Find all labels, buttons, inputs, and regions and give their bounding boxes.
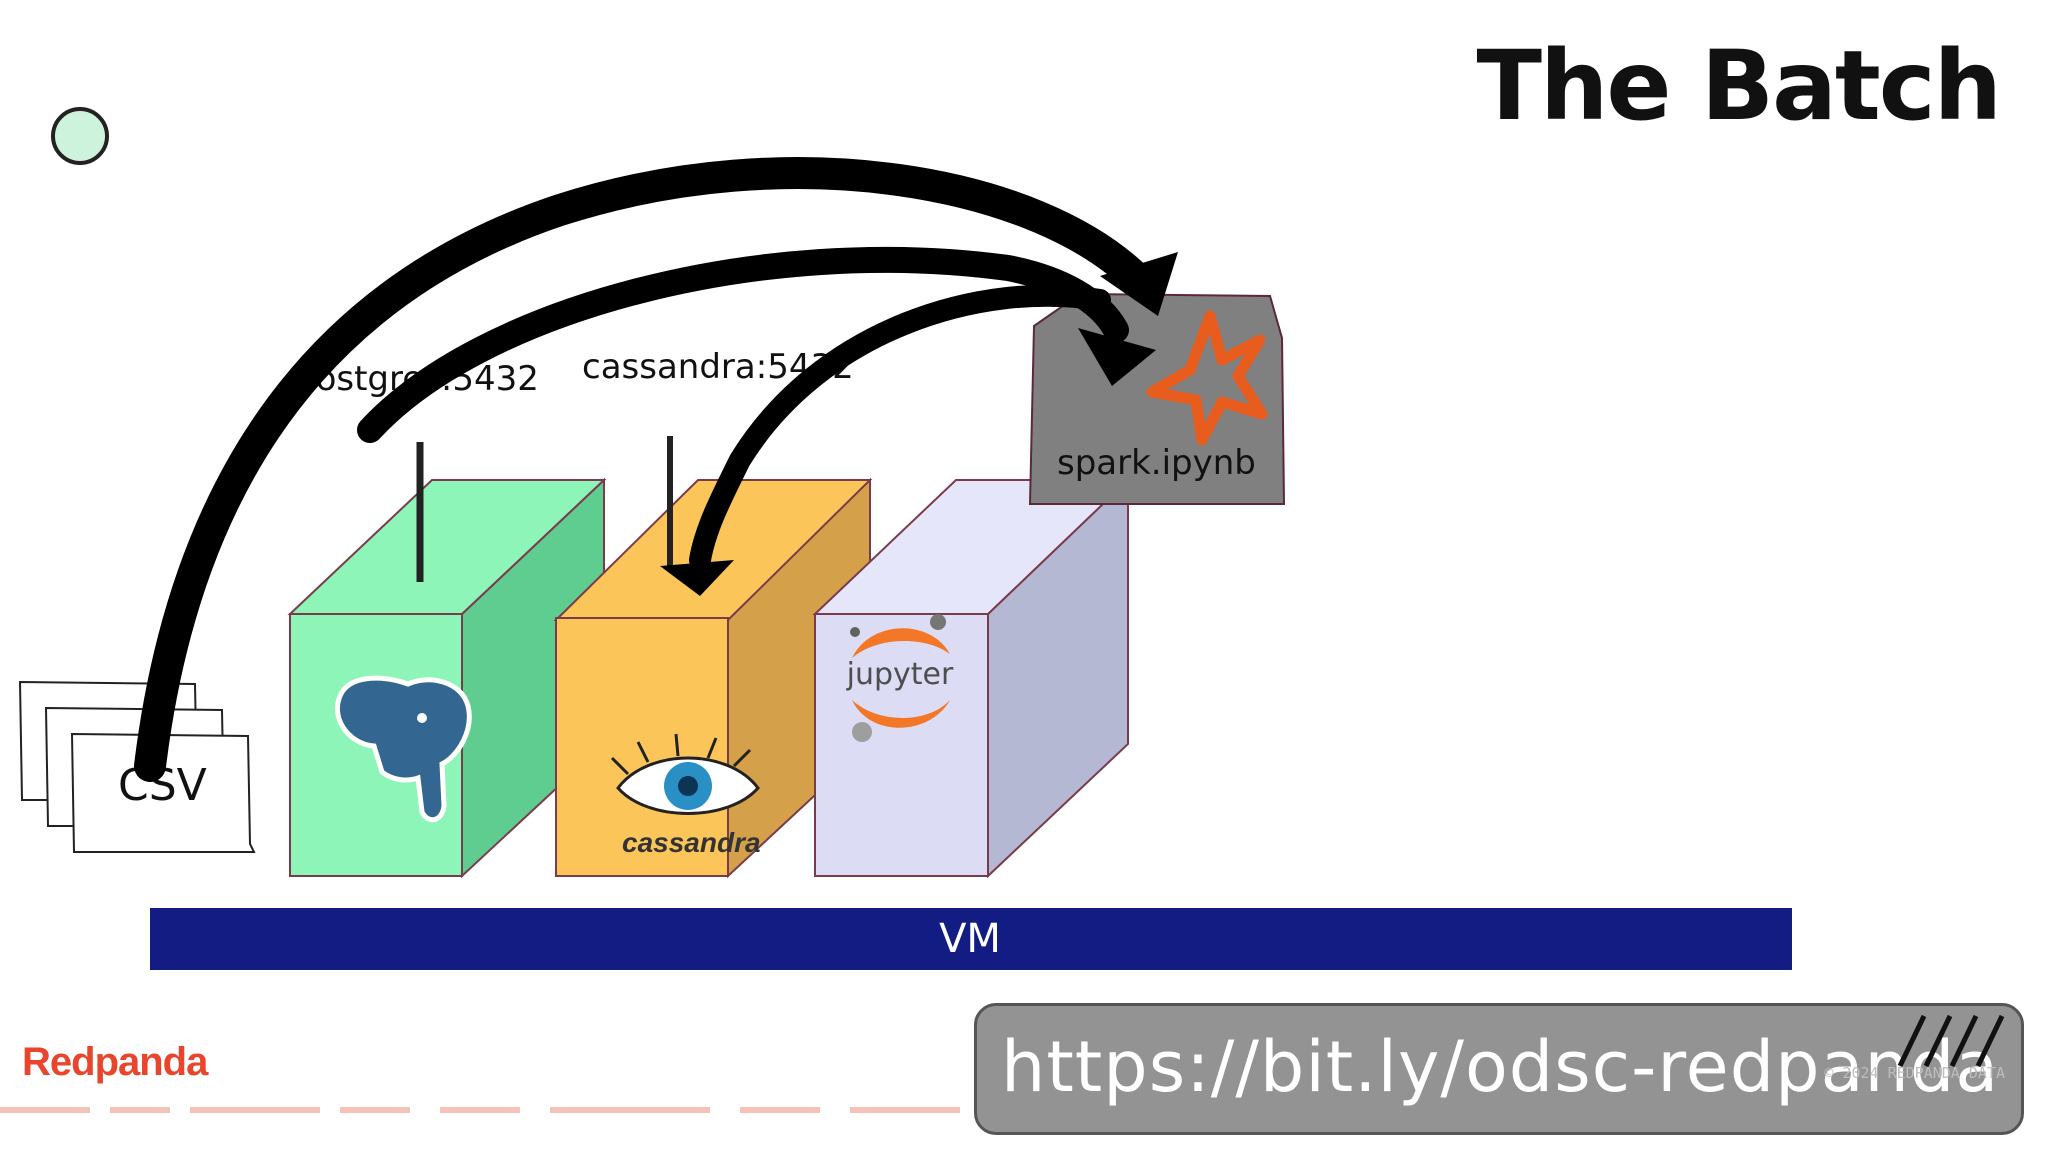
arrow-spark-to-cassandra	[689, 284, 1111, 571]
hatch-icon	[1897, 1014, 2005, 1068]
jupyter-logo-icon	[850, 614, 950, 742]
spark-label: spark.ipynb	[1057, 443, 1256, 483]
spark-notebook: spark.ipynb	[1028, 292, 1286, 505]
arrow-spark-to-cassandra-head	[660, 560, 734, 596]
arrow-csv-to-spark-head	[1100, 252, 1178, 316]
flow-arrows	[134, 157, 1178, 782]
spark-star-icon	[1146, 310, 1268, 446]
url-link[interactable]: https://bit.ly/odsc-redpanda	[1001, 1026, 2000, 1108]
postgres-box	[287, 477, 607, 879]
status-dot-icon	[51, 107, 109, 165]
arrow-postgres-to-spark	[357, 246, 1129, 443]
jupyter-box: jupyter	[812, 477, 1131, 879]
arrow-postgres-to-spark-head	[1078, 328, 1156, 386]
vm-bar: VM	[150, 908, 1792, 970]
copyright-text: © 2024 REDPANDA DATA	[1824, 1064, 2005, 1082]
jupyter-label: jupyter	[846, 657, 954, 692]
cassandra-eye-icon	[610, 733, 760, 815]
slide-title: The Batch	[1476, 30, 2002, 142]
cassandra-logo-text: cassandra	[622, 827, 761, 858]
postgres-elephant-icon	[334, 675, 472, 823]
vm-label: VM	[939, 916, 1001, 962]
url-banner[interactable]: https://bit.ly/odsc-redpanda © 2024 REDP…	[974, 1003, 2024, 1135]
redpanda-logo: Redpanda	[22, 1040, 208, 1084]
arrow-csv-to-spark	[134, 157, 1156, 782]
